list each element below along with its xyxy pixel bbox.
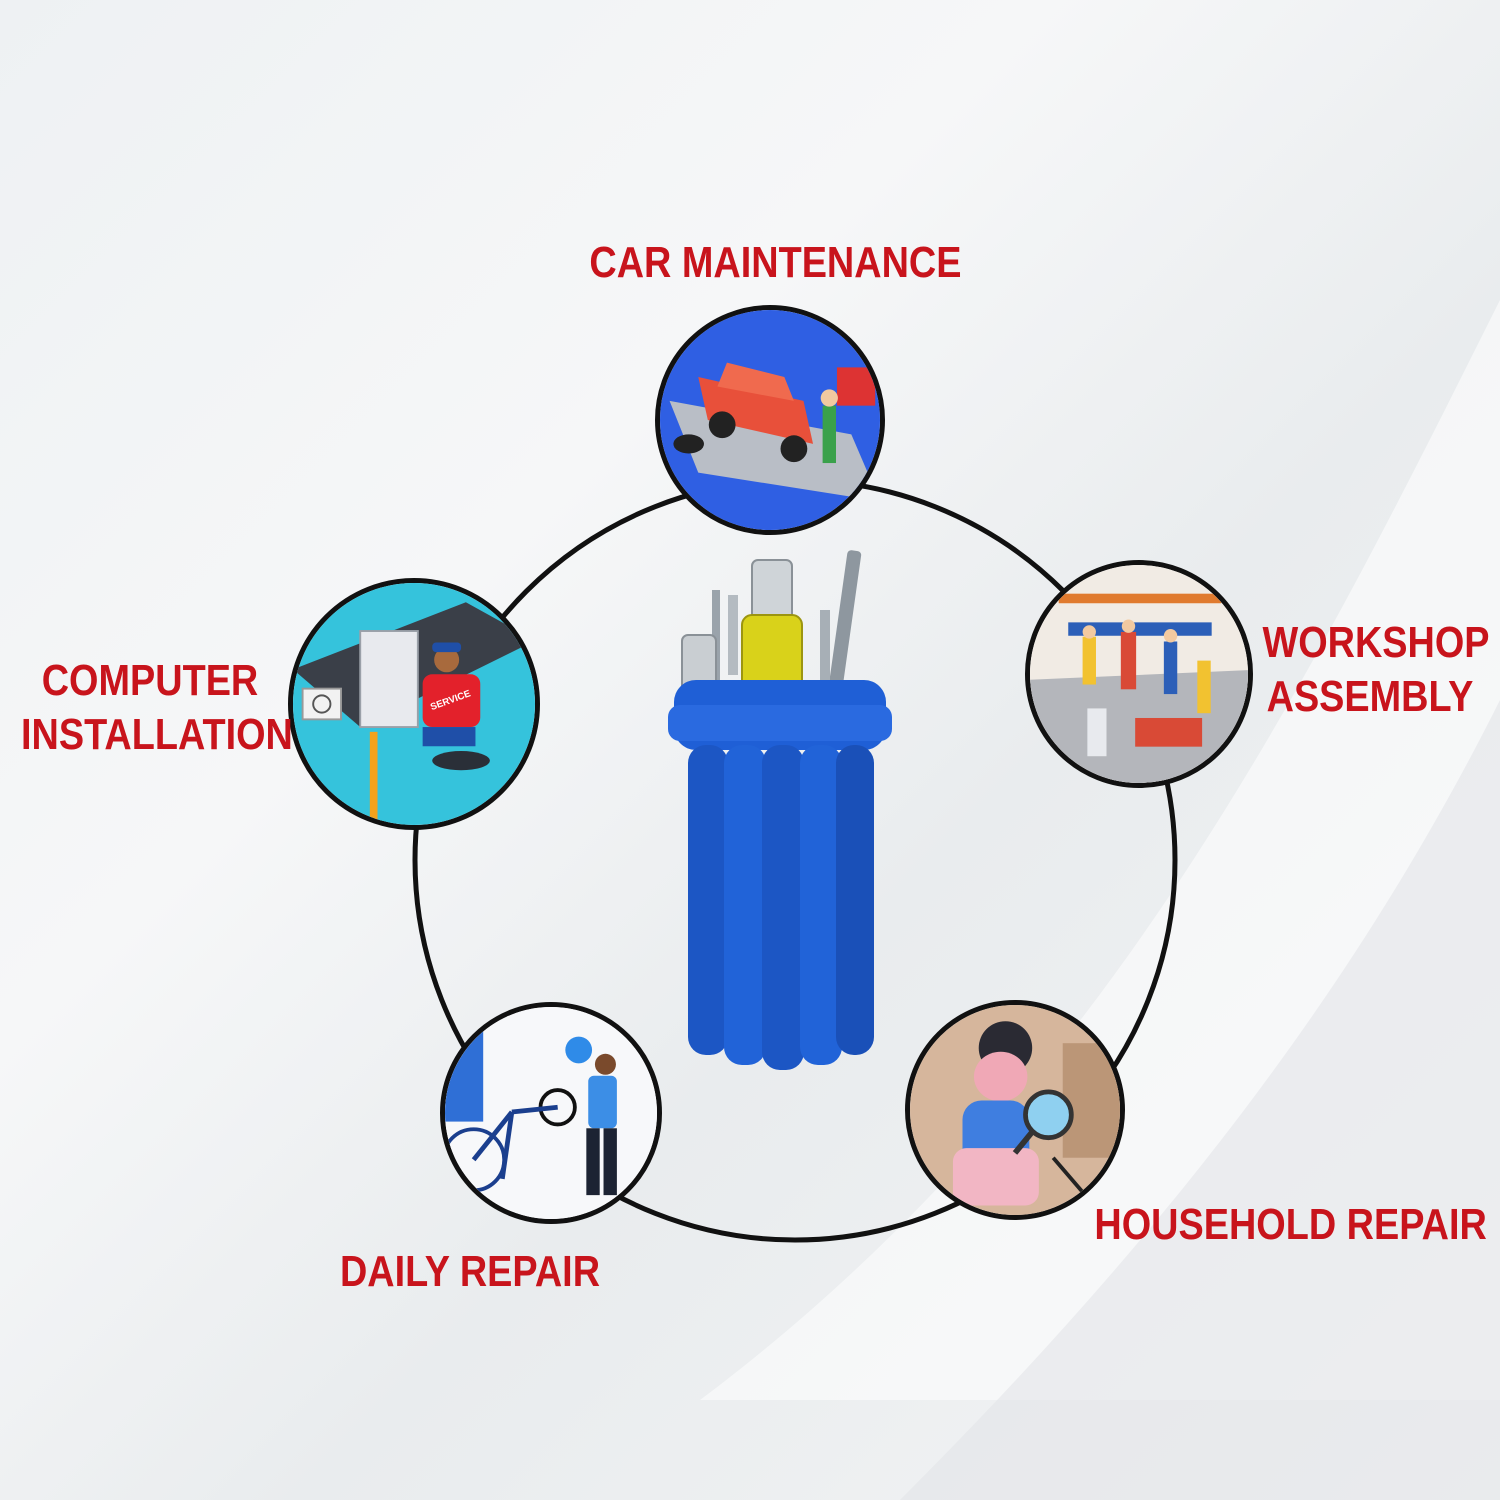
household-repair-illustration: [905, 1000, 1125, 1220]
car-maintenance-label: CAR MAINTENANCE: [589, 238, 962, 287]
screwdriver-set-image: [668, 550, 892, 1070]
workshop-label-line1: WORKSHOP: [1262, 618, 1490, 667]
workshop-assembly-label: WORKSHOP ASSEMBLY: [1262, 616, 1490, 724]
car-maintenance-illustration: [655, 305, 885, 535]
workshop-assembly-illustration: [1025, 560, 1253, 788]
computer-installation-label: COMPUTER INSTALLATION: [21, 654, 293, 762]
computer-installation-illustration: SERVICE: [288, 578, 540, 830]
household-repair-label: HOUSEHOLD REPAIR: [1094, 1200, 1487, 1249]
daily-repair-illustration: [440, 1002, 662, 1224]
computer-label-line1: COMPUTER: [41, 656, 259, 705]
daily-repair-label: DAILY REPAIR: [339, 1247, 601, 1296]
computer-label-line2: INSTALLATION: [21, 710, 293, 759]
workshop-label-line2: ASSEMBLY: [1266, 672, 1474, 721]
